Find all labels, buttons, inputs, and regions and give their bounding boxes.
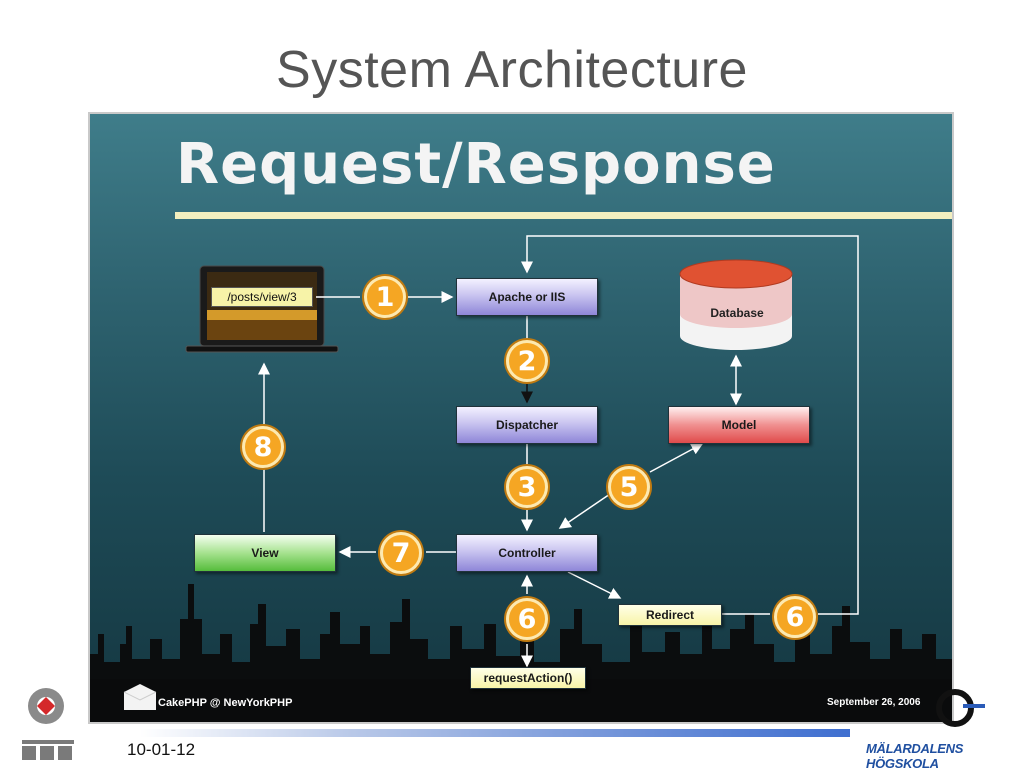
- model-label: Model: [721, 418, 757, 432]
- step-badge-6-redirect: 6: [774, 596, 816, 638]
- footer-credit: CakePHP @ NewYorkPHP: [158, 697, 293, 709]
- view-label: View: [251, 546, 279, 560]
- step-badge-7: 7: [380, 532, 422, 574]
- controller-node: Controller: [456, 534, 598, 572]
- step-badge-3: 3: [506, 466, 548, 508]
- step-badge-2: 2: [506, 340, 548, 382]
- step-badge-8: 8: [242, 426, 284, 468]
- step-badge-6-request-action: 6: [506, 598, 548, 640]
- redirect-node: Redirect: [618, 604, 722, 626]
- step-badge-5: 5: [608, 466, 650, 508]
- cake-logo-icon: [123, 684, 157, 710]
- dispatcher-label: Dispatcher: [495, 418, 559, 432]
- request-action-label: requestAction(): [483, 671, 573, 685]
- diagram-heading: Request/Response: [176, 132, 776, 197]
- apache-label: Apache or IIS: [488, 290, 566, 304]
- url-label: /posts/view/3: [211, 287, 313, 307]
- apache-node: Apache or IIS: [456, 278, 598, 316]
- bottom-bar: [140, 729, 850, 737]
- request-response-diagram: Request/Response /posts/view/3 Database …: [88, 112, 954, 724]
- dispatcher-node: Dispatcher: [456, 406, 598, 444]
- footer-date: September 26, 2006: [827, 697, 921, 708]
- database-label: Database: [710, 306, 764, 320]
- fer-logo-icon: [22, 688, 74, 760]
- mdh-logo-icon: [936, 689, 985, 727]
- request-action-node: requestAction(): [470, 667, 586, 689]
- step-badge-1: 1: [364, 276, 406, 318]
- redirect-label: Redirect: [645, 608, 695, 622]
- heading-rule: [175, 212, 952, 219]
- view-node: View: [194, 534, 336, 572]
- slide-date: 10-01-12: [127, 740, 196, 759]
- database-icon: [679, 259, 793, 350]
- laptop-icon: [185, 265, 339, 353]
- controller-label: Controller: [498, 546, 556, 560]
- university-name: MÄLARDALENS HÖGSKOLA: [866, 741, 964, 771]
- model-node: Model: [668, 406, 810, 444]
- slide-title: System Architecture: [276, 41, 748, 99]
